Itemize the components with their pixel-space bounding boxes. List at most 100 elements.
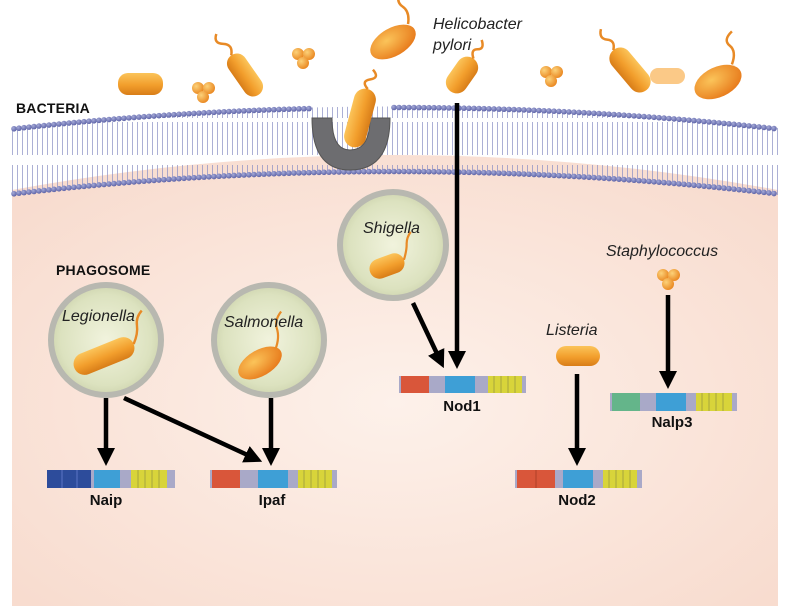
lipid-head: [281, 106, 287, 113]
lipid-head: [571, 109, 577, 115]
lipid-head: [106, 181, 112, 187]
lipid-head: [381, 168, 387, 175]
lipid-head: [501, 106, 507, 113]
helicobacter-label-line1: Helicobacter: [433, 16, 522, 33]
lipid-head: [761, 124, 767, 131]
lipid-head: [701, 183, 707, 189]
lipid-head: [251, 107, 257, 114]
lipid-head: [721, 185, 727, 191]
lipid-head: [286, 170, 292, 177]
lipid-head: [571, 173, 577, 180]
lipid-head: [751, 123, 757, 130]
lipid-head: [611, 111, 617, 118]
lipid-head: [131, 179, 137, 185]
bacterium-listeria-icon: [556, 346, 600, 366]
lipid-head: [746, 123, 752, 129]
bacterium-rod-icon: [118, 73, 163, 95]
lipid-head: [41, 187, 47, 194]
lipid-head: [276, 170, 282, 177]
lipid-head: [701, 118, 707, 125]
bacterium-rod-icon: [214, 33, 264, 97]
lipid-head: [71, 119, 77, 126]
lipid-head: [171, 111, 177, 118]
lipid-head: [396, 104, 402, 111]
lipid-head: [31, 123, 37, 130]
lipid-head: [746, 187, 752, 194]
lipid-head: [556, 108, 562, 115]
lipid-head: [676, 116, 682, 123]
lipid-head: [551, 172, 557, 179]
lipid-head: [171, 176, 177, 182]
lipid-head: [186, 110, 192, 117]
nod2-label: Nod2: [558, 492, 596, 509]
lipid-head: [121, 179, 127, 186]
lipid-head: [176, 111, 182, 118]
lipid-head: [771, 125, 777, 132]
lipid-head: [636, 177, 642, 184]
lipid-head: [706, 119, 712, 125]
lipid-head: [521, 107, 527, 113]
lipid-head: [81, 183, 87, 190]
arrow-icon: [123, 395, 263, 463]
lipid-head: [246, 107, 252, 114]
lipid-head: [411, 168, 417, 175]
listeria-label: Listeria: [546, 322, 598, 339]
lipid-head: [406, 168, 412, 175]
lipid-head: [591, 110, 597, 117]
lipid-head: [436, 104, 442, 111]
salmonella-label: Salmonella: [224, 314, 304, 331]
lipid-head: [771, 190, 777, 197]
lipid-head: [641, 113, 647, 120]
lipid-head: [111, 180, 117, 187]
lipid-head: [471, 169, 477, 176]
lipid-head: [596, 175, 602, 181]
lipid-head: [66, 185, 72, 191]
shigella-label: Shigella: [363, 220, 420, 237]
lipid-head: [586, 174, 592, 181]
lipid-head: [126, 179, 132, 186]
lipid-head: [61, 120, 67, 127]
lipid-head: [721, 120, 727, 127]
lipid-head: [176, 175, 182, 182]
lipid-head: [716, 120, 722, 126]
lipid-head: [691, 182, 697, 189]
lipid-head: [551, 108, 557, 115]
lipid-head: [696, 182, 702, 189]
lipid-head: [156, 112, 162, 119]
lipid-head: [506, 170, 512, 177]
lipid-head: [421, 104, 427, 111]
staphylococcus-label: Staphylococcus: [606, 243, 719, 260]
lipid-head: [466, 105, 472, 112]
lipid-head: [151, 177, 157, 184]
naip-domain-bar: [47, 470, 175, 488]
lipid-head: [306, 105, 312, 112]
lipid-head: [306, 169, 312, 176]
lipid-head: [256, 107, 262, 114]
lipid-head: [196, 110, 202, 116]
lipid-head: [191, 174, 197, 181]
lipid-head: [426, 168, 432, 175]
lipid-head: [226, 108, 232, 115]
lipid-head: [151, 113, 157, 119]
shigella-vesicle: [337, 189, 449, 301]
bacteria-label: BACTERIA: [16, 100, 90, 116]
nod2-domain-bar: [515, 470, 642, 488]
naip-label: Naip: [89, 492, 123, 509]
lipid-head: [301, 105, 307, 112]
lipid-head: [211, 173, 217, 180]
lipid-head: [651, 114, 657, 121]
cell-membrane: [11, 104, 778, 197]
lipid-head: [26, 189, 32, 195]
lipid-head: [486, 105, 492, 112]
lipid-head: [496, 170, 502, 176]
lipid-head: [216, 173, 222, 180]
lipid-head: [196, 174, 202, 181]
phagosome-label: PHAGOSOME: [56, 262, 151, 278]
lipid-head: [216, 109, 222, 115]
lipid-head: [391, 168, 397, 175]
bacterium-helicobacter-icon: [445, 39, 484, 94]
bacterium-rod-icon: [650, 68, 685, 84]
lipid-head: [86, 118, 92, 125]
lipid-head: [36, 188, 42, 194]
lipid-head: [576, 109, 582, 116]
